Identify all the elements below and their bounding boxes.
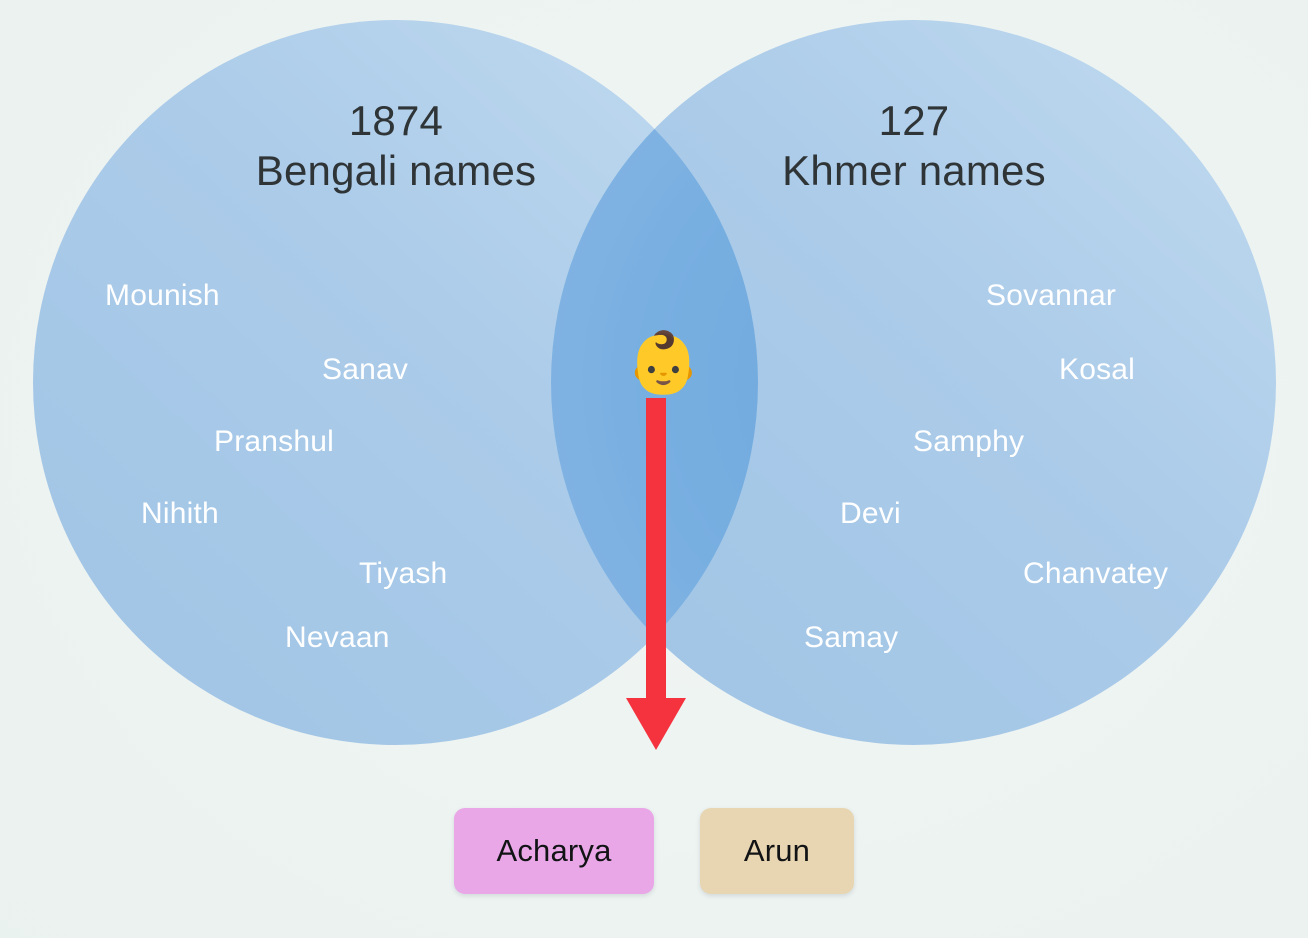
right-set-count: 127 — [878, 97, 950, 144]
result-badge-acharya[interactable]: Acharya — [454, 808, 654, 894]
right-name-item: Samay — [804, 621, 899, 654]
right-name-item: Sovannar — [986, 279, 1117, 312]
left-name-item: Sanav — [322, 353, 409, 386]
left-set-heading: 1874 Bengali names — [196, 96, 596, 195]
left-set-label: Bengali names — [255, 146, 537, 194]
result-badge-label: Arun — [743, 833, 811, 868]
baby-emoji-icon: 👶 — [626, 328, 701, 398]
left-set-count: 1874 — [348, 97, 444, 144]
right-name-item: Samphy — [913, 425, 1025, 458]
right-name-item: Chanvatey — [1023, 557, 1169, 590]
right-set-heading: 127 Khmer names — [714, 96, 1114, 195]
left-name-item: Mounish — [105, 279, 220, 312]
left-name-item: Nevaan — [285, 621, 390, 654]
left-name-item: Pranshul — [214, 425, 335, 458]
right-set-label: Khmer names — [782, 146, 1046, 194]
right-name-item: Kosal — [1059, 353, 1136, 386]
down-arrow-icon — [626, 398, 686, 750]
result-badge-arun[interactable]: Arun — [700, 808, 854, 894]
result-badge-label: Acharya — [496, 833, 612, 868]
left-name-item: Nihith — [141, 497, 219, 530]
result-badges: Acharya Arun — [0, 808, 1308, 894]
right-name-item: Devi — [840, 497, 901, 530]
left-name-item: Tiyash — [359, 557, 448, 590]
